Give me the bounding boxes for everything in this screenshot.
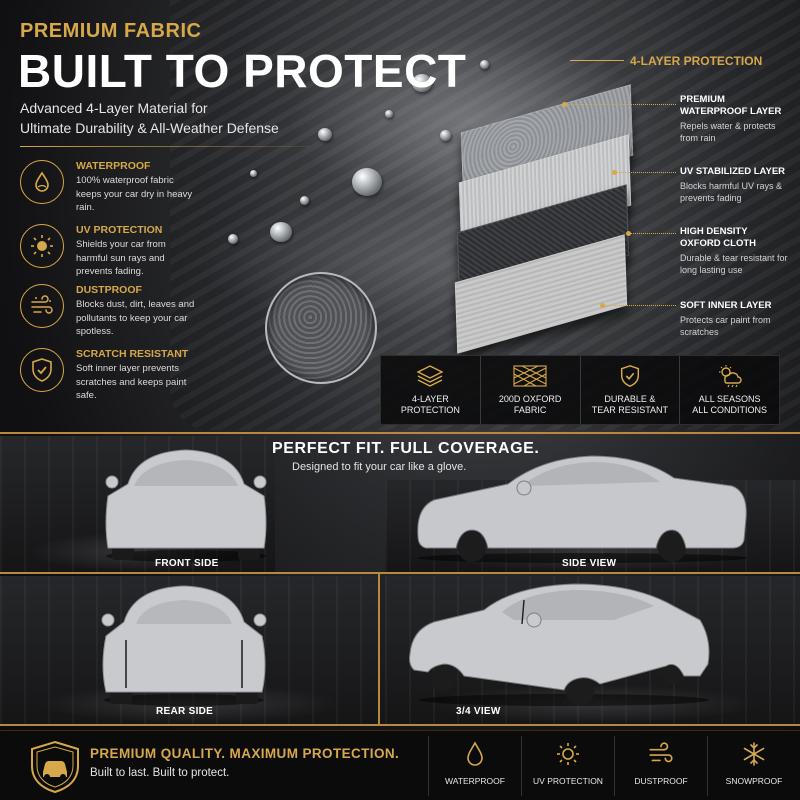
- leader-line: [630, 233, 676, 234]
- layer-desc-title: OXFORD CLOTH: [680, 238, 756, 249]
- hero-title: BUILT TO PROTECT: [18, 45, 467, 97]
- water-droplet: [385, 110, 393, 118]
- bottom-icon-label: WATERPROOF: [445, 776, 505, 786]
- water-droplet: [270, 222, 292, 242]
- wind-icon: [649, 742, 673, 763]
- water-droplet: [352, 168, 382, 196]
- water-droplet: [440, 130, 451, 141]
- bottom-feature-dustproof: DUSTPROOF: [614, 736, 707, 796]
- fit-subtitle: Designed to fit your car like a glove.: [292, 461, 467, 473]
- layer-desc-title: WATERPROOF LAYER: [680, 106, 782, 117]
- feature-desc: Shields your car from harmful sun rays a…: [76, 239, 166, 277]
- water-droplet: [318, 128, 332, 141]
- bottom-subtitle: Built to last. Built to protect.: [90, 767, 230, 779]
- fabric-magnifier: [265, 272, 377, 384]
- wind-icon: [20, 284, 64, 328]
- water-drop-icon: [467, 741, 483, 766]
- bottom-icon-label: DUSTPROOF: [634, 776, 688, 786]
- water-droplet: [412, 74, 432, 92]
- layer-desc-title: SOFT INNER LAYER: [680, 300, 772, 311]
- leader-dot: [626, 231, 631, 236]
- car-shield-icon: [31, 740, 79, 794]
- leader-dot: [612, 170, 617, 175]
- bottom-feature-waterproof: WATERPROOF: [428, 736, 521, 796]
- feature-desc: Soft inner layer prevents scratches and …: [76, 363, 187, 401]
- view-label-three-quarter: 3/4 VIEW: [456, 706, 501, 717]
- view-label-front: FRONT SIDE: [155, 558, 219, 569]
- hero-kicker: PREMIUM FABRIC: [20, 20, 202, 42]
- divider: [570, 60, 624, 61]
- view-label-rear: REAR SIDE: [156, 706, 214, 717]
- frame-line: [378, 574, 380, 724]
- view-label-side: SIDE VIEW: [562, 558, 617, 569]
- water-droplet: [250, 170, 257, 177]
- feature-desc: Blocks dust, dirt, leaves and pollutants…: [76, 299, 195, 337]
- leader-line: [604, 305, 676, 306]
- layer-desc-text: Blocks harmful UV rays & prevents fading: [680, 181, 783, 203]
- shield-check-icon: [20, 348, 64, 392]
- water-droplet: [480, 60, 489, 69]
- car-rear-view: [101, 585, 267, 706]
- water-droplet: [300, 196, 309, 205]
- layer-desc-text: Repels water & protects from rain: [680, 121, 776, 143]
- bottom-feature-uv: UV PROTECTION: [521, 736, 614, 796]
- feature-desc: 100% waterproof fabric keeps your car dr…: [76, 175, 193, 213]
- fabric-weave-icon: [513, 365, 547, 387]
- feature-title: UV PROTECTION: [76, 224, 163, 236]
- feature-title: DUSTPROOF: [76, 284, 142, 296]
- leader-dot: [600, 303, 605, 308]
- bottom-title: PREMIUM QUALITY. MAXIMUM PROTECTION.: [90, 746, 400, 761]
- layer-desc-title: UV STABILIZED LAYER: [680, 166, 786, 177]
- layer-desc-4: SOFT INNER LAYER Protects car paint from…: [680, 300, 795, 338]
- badge-durable: DURABLE &TEAR RESISTANT: [581, 356, 681, 424]
- water-drop-icon: [20, 160, 64, 204]
- layer-desc-text: Durable & tear resistant for long lastin…: [680, 253, 788, 275]
- layer-desc-title: PREMIUM: [680, 94, 725, 105]
- car-side-view: [417, 455, 747, 563]
- bottom-feature-snowproof: SNOWPROOF: [707, 736, 800, 796]
- shield-check-icon: [620, 365, 639, 387]
- divider: [20, 146, 310, 147]
- leader-line: [566, 104, 676, 105]
- layer-desc-1: PREMIUM WATERPROOF LAYER Repels water & …: [680, 94, 795, 144]
- hero-subtitle-line: Advanced 4-Layer Material for: [20, 100, 208, 116]
- water-droplet: [228, 234, 238, 244]
- hero-subtitle: Advanced 4-Layer Material for Ultimate D…: [20, 98, 320, 138]
- layer-desc-3: HIGH DENSITY OXFORD CLOTH Durable & tear…: [680, 226, 795, 276]
- car-front-view: [105, 449, 267, 562]
- layers-icon: [416, 365, 444, 387]
- sun-icon: [557, 743, 579, 765]
- bottom-icon-row: WATERPROOF UV PROTECTION DUSTPROOF SNOWP…: [428, 736, 800, 796]
- frame-line: [0, 572, 800, 574]
- bottom-icon-label: UV PROTECTION: [533, 776, 603, 786]
- frame-line: [0, 432, 800, 434]
- feature-title: WATERPROOF: [76, 160, 151, 172]
- feature-title: SCRATCH RESISTANT: [76, 348, 189, 360]
- fit-title: PERFECT FIT. FULL COVERAGE.: [272, 440, 540, 457]
- car-three-quarter-view: [409, 583, 710, 706]
- badge-label: DURABLE &TEAR RESISTANT: [591, 394, 669, 415]
- layers-title: 4-LAYER PROTECTION: [630, 54, 763, 68]
- hero-subtitle-line: Ultimate Durability & All-Weather Defens…: [20, 120, 279, 136]
- bottom-banner: [0, 730, 800, 800]
- weather-icon: [718, 365, 742, 388]
- snowflake-icon: [743, 742, 765, 766]
- frame-line: [0, 724, 800, 726]
- bottom-icon-label: SNOWPROOF: [725, 776, 783, 786]
- leader-dot: [562, 102, 567, 107]
- leader-line: [616, 172, 676, 173]
- layer-desc-2: UV STABILIZED LAYER Blocks harmful UV ra…: [680, 166, 795, 204]
- sun-icon: [20, 224, 64, 268]
- layer-desc-title: HIGH DENSITY: [680, 226, 748, 237]
- layer-desc-text: Protects car paint from scratches: [680, 315, 771, 337]
